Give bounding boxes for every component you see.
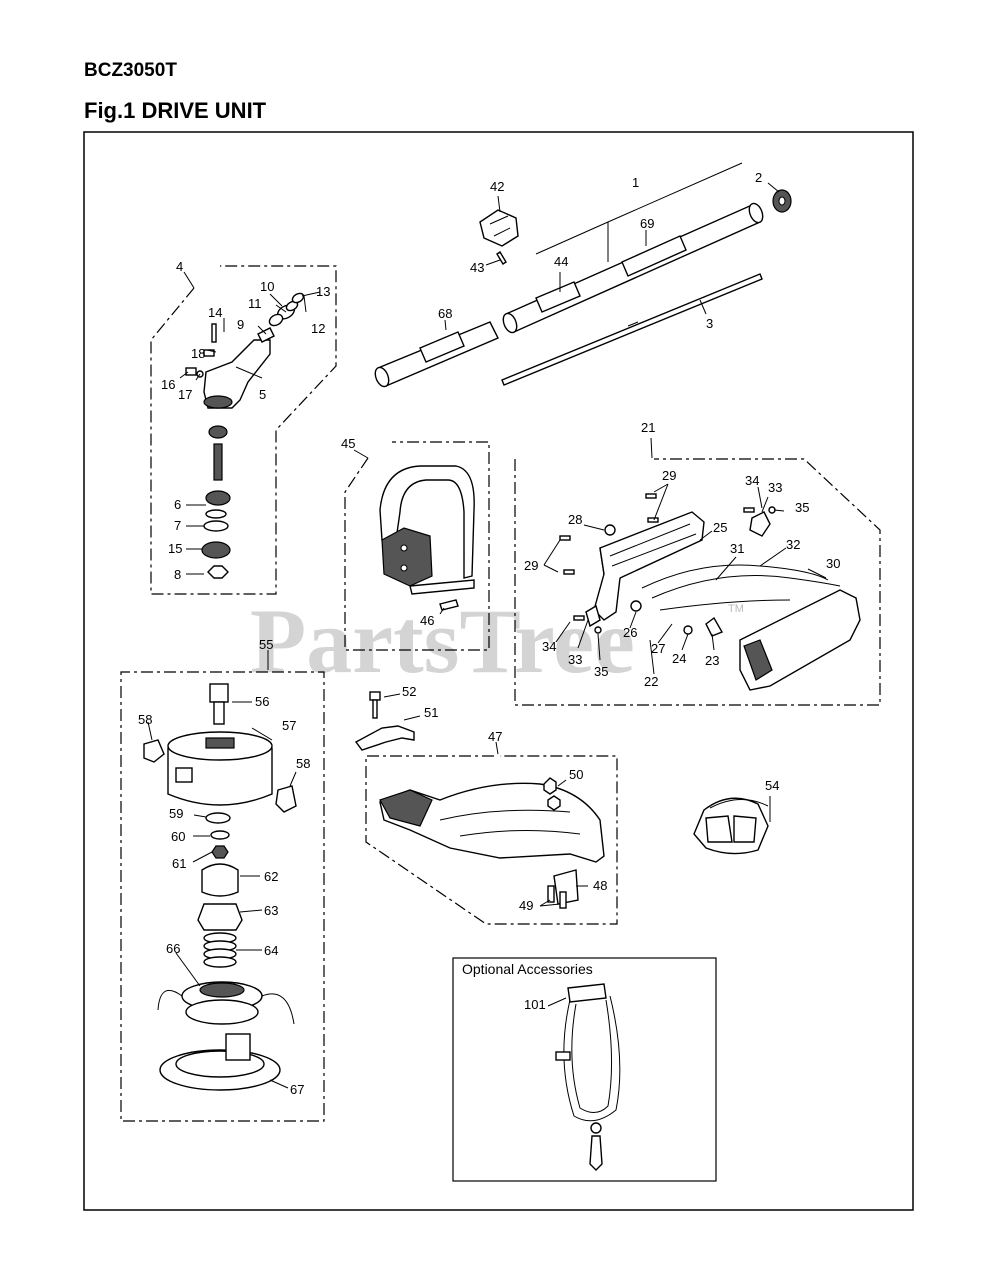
- clamp-42: [479, 209, 519, 247]
- callout-27: 27: [651, 641, 665, 656]
- optional-accessories-title: Optional Accessories: [462, 961, 593, 977]
- callout-13: 13: [316, 284, 330, 299]
- callout-66: 66: [166, 941, 180, 956]
- callout-101: 101: [524, 997, 546, 1012]
- callout-17: 17: [178, 387, 192, 402]
- callout-44: 44: [554, 254, 568, 269]
- callout-25: 25: [713, 520, 727, 535]
- callout-5: 5: [259, 387, 266, 402]
- callout-31: 31: [730, 541, 744, 556]
- optional-accessories-box: [452, 957, 717, 1182]
- callout-47: 47: [488, 729, 502, 744]
- model-number: BCZ3050T: [84, 60, 177, 81]
- callout-48: 48: [593, 878, 607, 893]
- callout-8: 8: [174, 567, 181, 582]
- callout-10: 10: [260, 279, 274, 294]
- callout-58-left: 58: [138, 712, 152, 727]
- callout-54: 54: [765, 778, 779, 793]
- callout-18: 18: [191, 346, 205, 361]
- drive-shaft-3: [501, 273, 763, 386]
- callout-3: 3: [706, 316, 713, 331]
- callout-69: 69: [640, 216, 654, 231]
- callout-4: 4: [176, 259, 183, 274]
- diagram-frame: [83, 131, 914, 1211]
- callout-62: 62: [264, 869, 278, 884]
- callout-15: 15: [168, 541, 182, 556]
- callout-6: 6: [174, 497, 181, 512]
- callout-11: 11: [248, 296, 262, 311]
- callout-35-left: 35: [594, 664, 608, 679]
- callout-67: 67: [290, 1082, 304, 1097]
- bearing-6: [205, 490, 231, 506]
- callout-59: 59: [169, 806, 183, 821]
- callout-50: 50: [569, 767, 583, 782]
- throttle-handle-assembly: [543, 483, 861, 691]
- callout-29-left: 29: [524, 558, 538, 573]
- callout-33-left: 33: [568, 652, 582, 667]
- callout-22: 22: [644, 674, 658, 689]
- washer-7: [203, 520, 229, 532]
- callout-61: 61: [172, 856, 186, 871]
- callout-56: 56: [255, 694, 269, 709]
- callout-55: 55: [259, 637, 273, 652]
- callout-60: 60: [171, 829, 185, 844]
- callout-52: 52: [402, 684, 416, 699]
- callout-46: 46: [420, 613, 434, 628]
- callout-57: 57: [282, 718, 296, 733]
- callout-28: 28: [568, 512, 582, 527]
- guard-47: [379, 777, 605, 909]
- callout-34-left: 34: [542, 639, 556, 654]
- callout-33-right: 33: [768, 480, 782, 495]
- harness-101: [547, 983, 621, 1171]
- callout-21: 21: [641, 420, 655, 435]
- cutter-head-assembly: [143, 683, 297, 1091]
- callout-35-right: 35: [795, 500, 809, 515]
- callout-32: 32: [786, 537, 800, 552]
- callout-23: 23: [705, 653, 719, 668]
- callout-49: 49: [519, 898, 533, 913]
- callout-43: 43: [470, 260, 484, 275]
- callout-58-right: 58: [296, 756, 310, 771]
- watermark-tm: TM: [728, 603, 744, 615]
- callout-63: 63: [264, 903, 278, 918]
- gear-case-assembly: [179, 291, 321, 579]
- nut-8: [207, 565, 229, 579]
- callout-16: 16: [161, 377, 175, 392]
- callout-26: 26: [623, 625, 637, 640]
- callout-9: 9: [237, 317, 244, 332]
- callout-68: 68: [438, 306, 452, 321]
- callout-1: 1: [632, 175, 639, 190]
- callout-42: 42: [490, 179, 504, 194]
- callout-14: 14: [208, 305, 222, 320]
- callout-29-top: 29: [662, 468, 676, 483]
- callout-45: 45: [341, 436, 355, 451]
- callout-12: 12: [311, 321, 325, 336]
- shaft-assembly: [374, 162, 792, 388]
- callout-30: 30: [826, 556, 840, 571]
- handle-45: [379, 465, 475, 615]
- callout-34-right: 34: [745, 473, 759, 488]
- figure-title: Fig.1 DRIVE UNIT: [84, 98, 267, 123]
- callout-7: 7: [174, 518, 181, 533]
- callout-51: 51: [424, 705, 438, 720]
- safety-goggles-54: [693, 796, 771, 855]
- holder-15: [201, 541, 231, 559]
- guard-bracket-51: [354, 691, 421, 751]
- callout-24: 24: [672, 651, 686, 666]
- callout-64: 64: [264, 943, 278, 958]
- callout-2: 2: [755, 170, 762, 185]
